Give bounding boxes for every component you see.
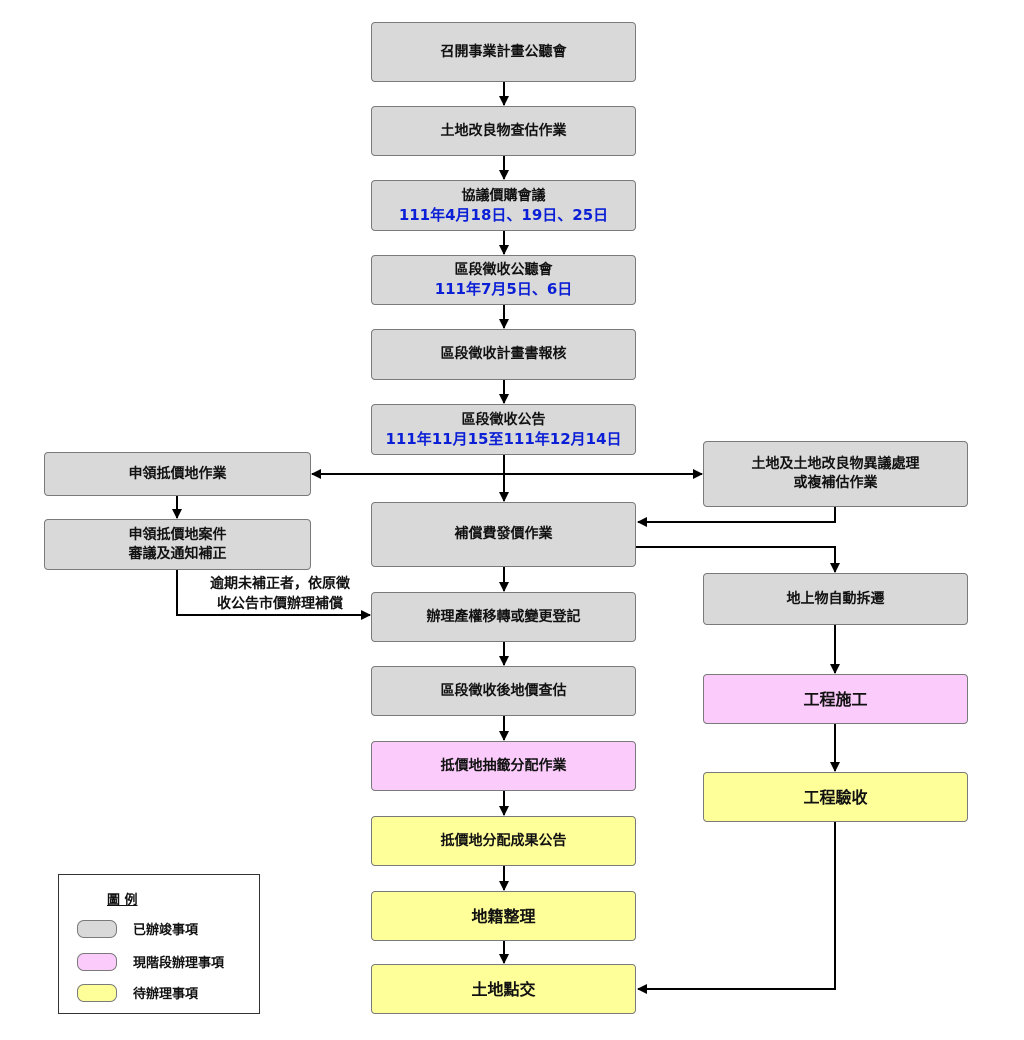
node-relocation: 地上物自動拆遷 bbox=[703, 573, 968, 625]
node-objection: 土地及土地改良物異議處理 或複補估作業 bbox=[703, 441, 968, 507]
node-registration: 辦理產權移轉或變更登記 bbox=[371, 592, 636, 642]
node-label: 地籍整理 bbox=[471, 906, 536, 926]
node-label: 申領抵價地作業 bbox=[128, 465, 227, 482]
node-compensation: 補償費發價作業 bbox=[371, 502, 636, 567]
node-lottery: 抵價地抽籤分配作業 bbox=[371, 741, 636, 791]
node-cadastre: 地籍整理 bbox=[371, 891, 636, 941]
node-label: 區段徵收後地價查估 bbox=[440, 682, 567, 699]
node-allocation-notice: 抵價地分配成果公告 bbox=[371, 816, 636, 866]
node-label: 補償費發價作業 bbox=[454, 526, 553, 542]
node-public-hearing: 召開事業計畫公聽會 bbox=[371, 22, 636, 82]
node-label: 或複補估作業 bbox=[793, 475, 878, 491]
node-label: 協議價購會議 bbox=[461, 187, 546, 204]
legend-title: 圖 例 bbox=[107, 893, 138, 908]
node-label: 區段徵收計畫書報核 bbox=[440, 346, 567, 362]
node-land-survey: 土地改良物查估作業 bbox=[371, 106, 636, 156]
overdue-note: 逾期未補正者，依原徵 收公告市價辦理補償 bbox=[190, 574, 370, 614]
node-handover: 土地點交 bbox=[371, 964, 636, 1014]
legend-label: 已辦竣事項 bbox=[133, 923, 199, 938]
node-label: 土地點交 bbox=[471, 979, 536, 999]
node-label: 區段徵收公聽會 bbox=[454, 262, 553, 278]
node-plan-report: 區段徵收計畫書報核 bbox=[371, 329, 636, 380]
node-label: 工程施工 bbox=[803, 689, 868, 709]
legend-item-done: 已辦竣事項 bbox=[77, 919, 198, 938]
node-label: 抵價地抽籤分配作業 bbox=[440, 757, 567, 774]
node-acceptance: 工程驗收 bbox=[703, 772, 968, 822]
arrow-objection-to-compensation bbox=[637, 507, 836, 527]
node-land-price: 區段徵收後地價查估 bbox=[371, 666, 636, 716]
arrow-review-to-registration bbox=[176, 570, 371, 620]
node-negotiation: 協議價購會議 111年4月18日、19日、25日 bbox=[371, 180, 636, 231]
node-announcement: 區段徵收公告 111年11月15至111年12月14日 bbox=[371, 404, 636, 455]
node-date: 111年11月15至111年12月14日 bbox=[385, 429, 622, 448]
node-date: 111年7月5日、6日 bbox=[434, 280, 573, 298]
node-label: 辦理產權移轉或變更登記 bbox=[426, 608, 581, 625]
legend: 圖 例 已辦竣事項 現階段辦理事項 待辦理事項 bbox=[58, 874, 260, 1014]
arrow-compensation-to-relocation bbox=[636, 546, 840, 573]
node-zone-hearing: 區段徵收公聽會 111年7月5日、6日 bbox=[371, 255, 636, 305]
node-date: 111年4月18日、19日、25日 bbox=[398, 205, 609, 224]
legend-label: 待辦理事項 bbox=[133, 987, 199, 1002]
node-label: 審議及通知補正 bbox=[128, 545, 227, 562]
legend-item-pending: 待辦理事項 bbox=[77, 983, 198, 1002]
legend-swatch bbox=[77, 952, 117, 971]
node-apply-review: 申領抵價地案件 審議及通知補正 bbox=[44, 519, 311, 570]
node-label: 土地及土地改良物異議處理 bbox=[751, 456, 920, 472]
note-line: 逾期未補正者，依原徵 bbox=[210, 576, 350, 592]
arrow-acceptance-to-handover bbox=[637, 822, 836, 994]
note-line: 收公告市價辦理補償 bbox=[217, 596, 343, 612]
node-label: 地上物自動拆遷 bbox=[786, 590, 885, 607]
node-label: 區段徵收公告 bbox=[461, 411, 546, 428]
legend-label: 現階段辦理事項 bbox=[133, 956, 225, 971]
node-label: 土地改良物查估作業 bbox=[440, 122, 567, 139]
node-label: 召開事業計畫公聽會 bbox=[440, 43, 567, 60]
node-label: 抵價地分配成果公告 bbox=[440, 832, 567, 849]
legend-swatch bbox=[77, 919, 117, 938]
legend-swatch bbox=[77, 983, 117, 1002]
node-label: 工程驗收 bbox=[803, 787, 868, 807]
node-construction: 工程施工 bbox=[703, 674, 968, 724]
legend-item-current: 現階段辦理事項 bbox=[77, 952, 224, 971]
node-apply-land: 申領抵價地作業 bbox=[44, 452, 311, 496]
node-label: 申領抵價地案件 bbox=[128, 526, 227, 543]
